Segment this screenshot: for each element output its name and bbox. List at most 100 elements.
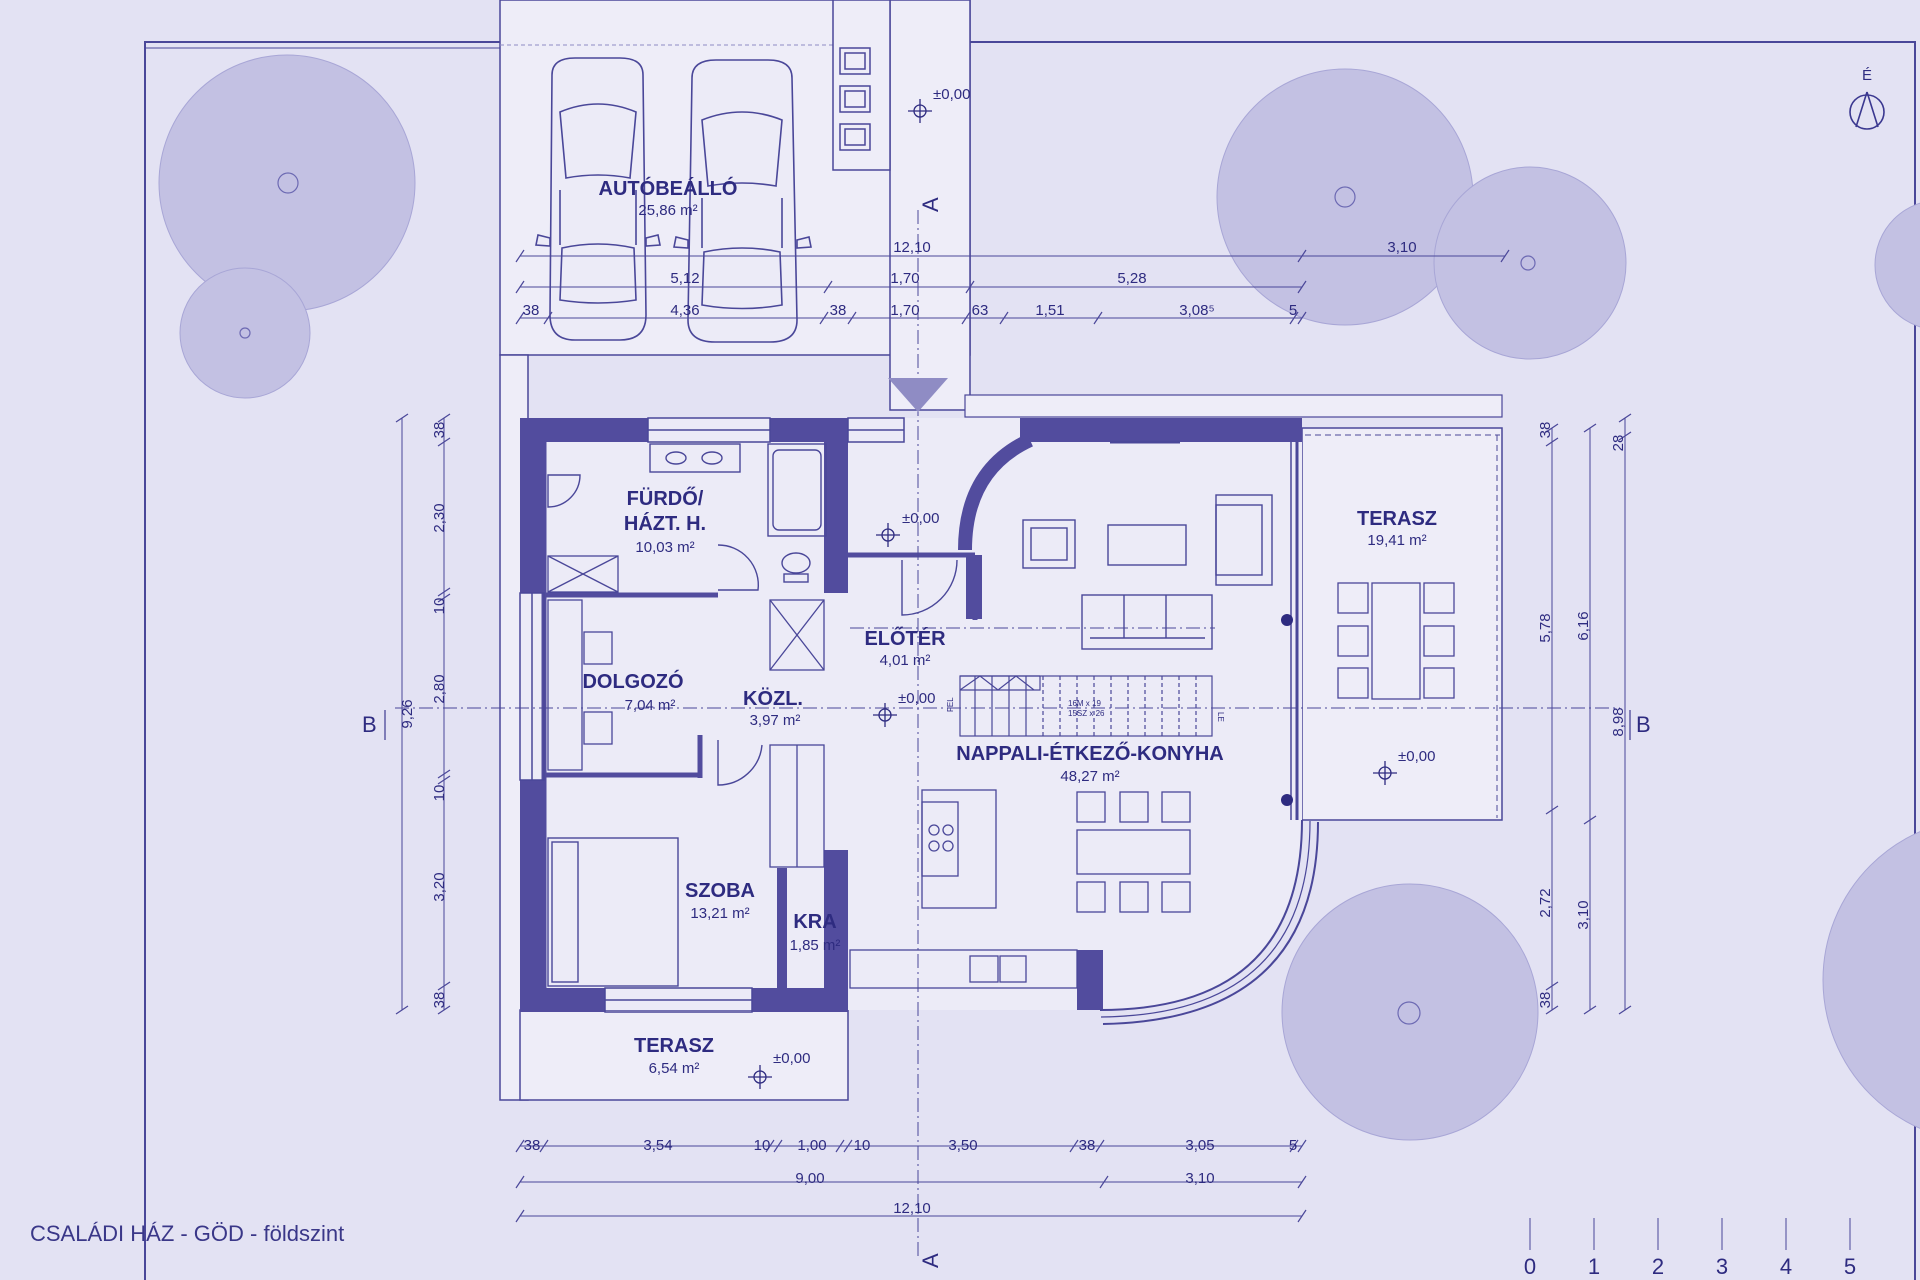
dim-top-terrace: 3,10 [1387, 239, 1416, 256]
bed [547, 837, 679, 987]
stair-note-1: 16M x 19 [1068, 699, 1101, 708]
armchair [1022, 519, 1076, 569]
dim-right-1: 38 [1537, 422, 1554, 439]
tree [1281, 883, 1539, 1141]
wall-north-east [1020, 418, 1302, 442]
dim-right-outer-1: 28 [1610, 435, 1627, 452]
section-mark-a-top: A [918, 197, 943, 212]
east-terrace-deck [1301, 427, 1503, 821]
scale-5: 5 [1844, 1254, 1856, 1279]
dim-bottom-1i: 5 [1289, 1137, 1297, 1154]
scale-4: 4 [1780, 1254, 1792, 1279]
dim-bottom-1d: 1,00 [797, 1137, 826, 1154]
dim-top-3g: 3,08⁵ [1179, 302, 1214, 319]
tree [179, 267, 311, 399]
car-right [673, 59, 812, 343]
stair-fel: FEL [946, 697, 955, 712]
dim-left-7: 38 [431, 992, 448, 1009]
curved-wall-south [1099, 819, 1319, 1025]
tree [1433, 166, 1627, 360]
plot-boundary [144, 41, 1916, 1280]
washbasin-counter [649, 443, 741, 473]
dim-left-3: 10 [431, 598, 448, 615]
dim-bottom-1c: 10 [754, 1137, 771, 1154]
dim-bottom-1b: 3,54 [643, 1137, 672, 1154]
dim-top-2c: 5,28 [1117, 270, 1146, 287]
door-bathroom [547, 474, 581, 508]
dim-top-3b: 4,36 [670, 302, 699, 319]
dim-top-3d: 1,70 [890, 302, 919, 319]
car-left [535, 57, 661, 341]
dim-bottom-2b: 3,10 [1185, 1170, 1214, 1187]
wall-central-bottom [824, 850, 848, 1010]
scale-2: 2 [1652, 1254, 1664, 1279]
dim-top-total: 12,10 [893, 239, 931, 256]
room-area-living: 48,27 m² [1060, 768, 1119, 785]
dim-bottom-1f: 3,50 [948, 1137, 977, 1154]
dim-top-3c: 38 [830, 302, 847, 319]
dim-left-5: 10 [431, 785, 448, 802]
room-name-carport: AUTÓBEÁLLÓ [599, 176, 738, 200]
dim-bottom-1a: 38 [524, 1137, 541, 1154]
dim-left-4: 2,80 [431, 674, 448, 703]
room-area-bathroom: 10,03 m² [635, 539, 694, 556]
scale-bar [1529, 1218, 1851, 1250]
curved-glazing [1100, 820, 1311, 1018]
level-east-terrace: ±0,00 [1398, 748, 1435, 765]
tree [1822, 831, 1920, 1129]
room-area-east-terrace: 19,41 m² [1367, 532, 1426, 549]
entry-canopy [966, 555, 982, 619]
door-kozl-bottom [717, 740, 763, 786]
scale-1: 1 [1588, 1254, 1600, 1279]
section-mark-b-left: B [362, 712, 377, 737]
office-furniture [547, 599, 613, 771]
room-area-bedroom: 13,21 m² [690, 905, 749, 922]
wall-west-top [520, 418, 544, 593]
section-arrow [888, 378, 948, 412]
wall-south-left [520, 988, 605, 1012]
room-name-bathroom: FÜRDŐ/ [627, 487, 704, 510]
level-south-terrace: ±0,00 [773, 1050, 810, 1067]
wall-west-bottom [520, 780, 544, 1010]
drawing-title: CSALÁDI HÁZ - GÖD - földszint [30, 1221, 344, 1246]
dim-bottom-1g: 38 [1079, 1137, 1096, 1154]
dim-top-2a: 5,12 [670, 270, 699, 287]
sofa [1081, 594, 1213, 650]
dim-left-1: 38 [431, 422, 448, 439]
north-strip [964, 394, 1503, 418]
dim-top-3h: 5 [1289, 302, 1297, 319]
room-area-wardrobe: 1,85 m² [790, 937, 841, 954]
dim-bottom-1h: 3,05 [1185, 1137, 1214, 1154]
dining-furniture [849, 789, 1191, 989]
room-name-corridor: KÖZL. [743, 687, 803, 710]
stair-note-2: 15SZ x 26 [1068, 709, 1105, 718]
level-carport: ±0,00 [933, 86, 970, 103]
terrace-furniture [1337, 582, 1455, 700]
dining-table [1076, 829, 1191, 875]
dim-right-mid-1: 6,16 [1575, 611, 1592, 640]
stair-treads [974, 676, 1197, 736]
column [1281, 614, 1293, 626]
room-name-east-terrace: TERASZ [1357, 508, 1437, 530]
room-name-hall: ELŐTÉR [864, 627, 946, 650]
south-terrace-deck [519, 1009, 849, 1101]
section-mark-a-bottom: A [918, 1253, 943, 1268]
scale-0: 0 [1524, 1254, 1536, 1279]
staircase [959, 675, 1213, 737]
coffee-table [1107, 524, 1187, 566]
dimension-lines [401, 255, 1626, 1217]
wall-central-top [824, 418, 848, 593]
dimension-ticks [395, 249, 1632, 1223]
room-area-south-terrace: 6,54 m² [649, 1060, 700, 1077]
windows [519, 417, 1299, 1013]
bathtub [767, 443, 827, 537]
wall-north-left [520, 418, 648, 442]
entry-path [889, 0, 971, 411]
toilet [781, 552, 811, 574]
room-name-living: NAPPALI-ÉTKEZŐ-KONYHA [956, 742, 1223, 765]
room-name-south-terrace: TERASZ [634, 1035, 714, 1057]
north-arrow-icon [1849, 91, 1885, 130]
tree [1874, 202, 1920, 328]
living-furniture [1022, 494, 1273, 650]
